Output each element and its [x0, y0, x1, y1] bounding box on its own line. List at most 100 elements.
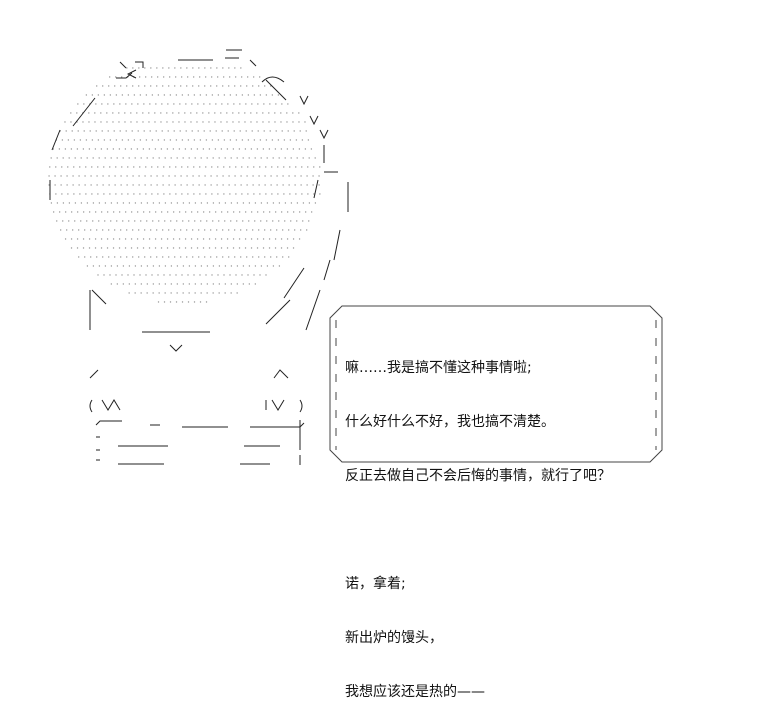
shading-dot: [173, 103, 175, 105]
shading-dot: [276, 175, 278, 177]
shading-dot: [181, 193, 183, 195]
shading-dot: [211, 94, 214, 96]
shading-dot: [83, 103, 85, 105]
shading-dot: [131, 103, 133, 105]
shading-dot: [209, 229, 212, 231]
shading-dot: [92, 220, 94, 222]
shading-dot: [254, 283, 257, 285]
shading-dot: [218, 265, 221, 267]
shading-dot: [61, 193, 63, 195]
shading-dot: [310, 211, 313, 213]
shading-dot: [188, 265, 191, 267]
shading-dot: [102, 256, 104, 258]
shading-dot: [242, 157, 244, 159]
shading-dot: [58, 148, 61, 150]
shading-dot: [170, 220, 172, 222]
shading-dot: [186, 256, 188, 258]
shading-dot: [192, 256, 194, 258]
shading-dot: [244, 247, 247, 249]
shading-dot: [272, 157, 274, 159]
shading-dot: [292, 211, 295, 213]
shading-dot: [284, 157, 286, 159]
shading-dot: [282, 256, 284, 258]
shading-dot: [214, 238, 217, 240]
shading-dot: [96, 85, 98, 87]
shading-dot: [122, 283, 125, 285]
shading-dot: [203, 103, 205, 105]
shading-dot: [139, 139, 142, 141]
shading-dot: [137, 229, 140, 231]
shading-dot: [194, 292, 196, 294]
shading-dot: [185, 103, 187, 105]
shading-dot: [182, 292, 184, 294]
shading-dot: [85, 94, 88, 96]
shading-dot: [204, 76, 207, 78]
shading-dot: [292, 121, 294, 123]
shading-dot: [185, 130, 187, 132]
shading-dot: [256, 238, 259, 240]
shading-dot: [79, 139, 82, 141]
shading-dot: [174, 67, 176, 69]
shading-dot: [112, 247, 115, 249]
dialog-line: 嘛……我是搞不懂这种事情啦;: [345, 360, 532, 376]
shading-dot: [102, 184, 104, 186]
shading-dot: [134, 220, 136, 222]
shading-dot: [280, 148, 283, 150]
shading-dot: [281, 130, 283, 132]
shading-dot: [252, 175, 254, 177]
shading-dot: [222, 256, 224, 258]
shading-dot: [91, 139, 94, 141]
shading-dot: [103, 166, 105, 168]
shading-dot: [94, 121, 96, 123]
shading-dot: [232, 211, 235, 213]
shading-dot: [200, 202, 203, 204]
shading-dot: [209, 103, 211, 105]
shading-dot: [138, 76, 141, 78]
shading-dot: [234, 85, 236, 87]
shading-dot: [125, 229, 128, 231]
dialog-line: 诺，拿着;: [345, 576, 406, 592]
shading-dot: [199, 94, 202, 96]
shading-dot: [74, 220, 76, 222]
shading-dot: [306, 184, 308, 186]
shading-dot: [92, 265, 95, 267]
shading-dot: [163, 166, 165, 168]
shading-dot: [244, 238, 247, 240]
shading-dot: [132, 175, 134, 177]
shading-dot: [234, 184, 236, 186]
shading-dot: [292, 148, 295, 150]
shading-dot: [114, 76, 117, 78]
shading-dot: [76, 211, 79, 213]
shading-dot: [254, 157, 256, 159]
shading-dot: [172, 112, 174, 114]
shading-dot: [121, 139, 124, 141]
shading-dot: [254, 220, 256, 222]
shading-dot: [168, 256, 170, 258]
shading-dot: [252, 76, 255, 78]
shading-dot: [151, 193, 153, 195]
shading-dot: [230, 292, 232, 294]
shading-dot: [223, 94, 226, 96]
shading-dot: [232, 238, 235, 240]
shading-dot: [114, 256, 116, 258]
shading-dot: [216, 67, 218, 69]
shading-dot: [139, 193, 141, 195]
shading-dot: [226, 112, 228, 114]
shading-dot: [240, 85, 242, 87]
shading-dot: [118, 211, 121, 213]
shading-dot: [194, 220, 196, 222]
shading-dot: [107, 130, 109, 132]
shading-dot: [246, 85, 248, 87]
shading-dot: [132, 67, 134, 69]
shading-dot: [110, 220, 112, 222]
shading-dot: [100, 112, 102, 114]
shading-dot: [306, 175, 308, 177]
shading-dot: [154, 112, 156, 114]
shading-dot: [293, 229, 296, 231]
shading-dot: [271, 139, 274, 141]
shading-dot: [103, 274, 105, 276]
shading-dot: [150, 76, 153, 78]
shading-dot: [94, 148, 97, 150]
shading-dot: [83, 229, 86, 231]
shading-dot: [179, 229, 182, 231]
